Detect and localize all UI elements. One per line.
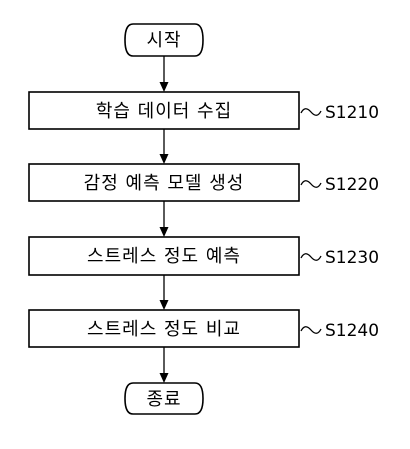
arrowhead-step3-step4 <box>159 300 169 310</box>
process-text-s1240: 스트레스 정도 비교 <box>87 319 241 340</box>
process-box-s1220 <box>28 163 300 202</box>
step-label-s1230: S1230 <box>325 248 379 268</box>
step-label-tilde-s1210 <box>300 108 322 116</box>
process-text-s1210: 학습 데이터 수집 <box>96 101 232 122</box>
step-label-tilde-s1220 <box>300 180 322 188</box>
end-terminator <box>124 382 204 415</box>
process-text-s1220: 감정 예측 모델 생성 <box>84 173 245 194</box>
arrowhead-step2-step3 <box>159 227 169 237</box>
arrowhead-step1-step2 <box>159 154 169 164</box>
step-label-s1220: S1220 <box>325 175 379 195</box>
arrowhead-step4-end <box>159 373 169 383</box>
process-text-s1230: 스트레스 정도 예측 <box>87 246 241 267</box>
process-box-s1240 <box>28 309 300 348</box>
step-label-tilde-s1230 <box>300 253 322 261</box>
step-label-tilde-s1240 <box>300 326 322 334</box>
process-box-s1230 <box>28 236 300 276</box>
step-label-s1210: S1210 <box>325 103 379 123</box>
start-terminator <box>124 23 204 57</box>
process-box-s1210 <box>28 91 300 130</box>
arrowhead-start-step1 <box>159 82 169 92</box>
step-label-s1240: S1240 <box>325 321 379 341</box>
start-text: 시작 <box>146 30 181 51</box>
end-text: 종료 <box>146 389 181 410</box>
